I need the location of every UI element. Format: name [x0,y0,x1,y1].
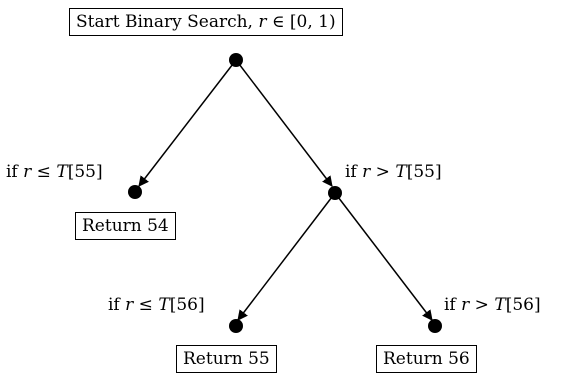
root-text-prefix: Start Binary Search, [76,12,259,32]
node-right [328,186,342,200]
left-cond-prefix: if [6,162,24,182]
lr-cond-var: r [461,295,470,315]
root-box: Start Binary Search, r ∈ [0, 1) [69,8,343,36]
left-cond-var: r [23,162,32,182]
node-root [229,53,243,67]
edge-root-left [138,59,237,187]
right-cond-prefix: if [345,162,363,182]
node-right-left [229,319,243,333]
left-cond-threshold-index: [55] [67,162,103,182]
edge-root-right [235,59,333,187]
left-cond-threshold-var: T [56,162,68,182]
edge-right-left [237,192,336,321]
ll-cond-threshold-index: [56] [169,295,205,315]
left-cond-op: ≤ [31,162,57,182]
ll-cond-var: r [125,295,134,315]
result-box-56: Return 56 [376,345,477,373]
lr-cond-threshold-var: T [494,295,506,315]
node-right-right [428,319,442,333]
lower-left-condition-label: if r ≤ T[56] [108,295,205,315]
left-condition-label: if r ≤ T[55] [6,162,103,182]
right-cond-op: > [370,162,396,182]
result-box-55: Return 55 [176,345,277,373]
edge-right-right [334,192,433,321]
lr-cond-op: > [469,295,495,315]
right-cond-threshold-index: [55] [406,162,442,182]
ll-cond-op: ≤ [133,295,159,315]
result-box-54: Return 54 [75,212,176,240]
right-cond-threshold-var: T [395,162,407,182]
ll-cond-prefix: if [108,295,126,315]
ll-cond-threshold-var: T [158,295,170,315]
node-left [128,185,142,199]
root-var: r [258,12,267,32]
right-condition-label: if r > T[55] [345,162,442,182]
lr-cond-threshold-index: [56] [505,295,541,315]
result-54-label: Return 54 [82,216,169,236]
root-text-suffix: ∈ [0, 1) [266,12,336,32]
result-55-label: Return 55 [183,349,270,369]
right-cond-var: r [362,162,371,182]
lower-right-condition-label: if r > T[56] [444,295,541,315]
result-56-label: Return 56 [383,349,470,369]
lr-cond-prefix: if [444,295,462,315]
